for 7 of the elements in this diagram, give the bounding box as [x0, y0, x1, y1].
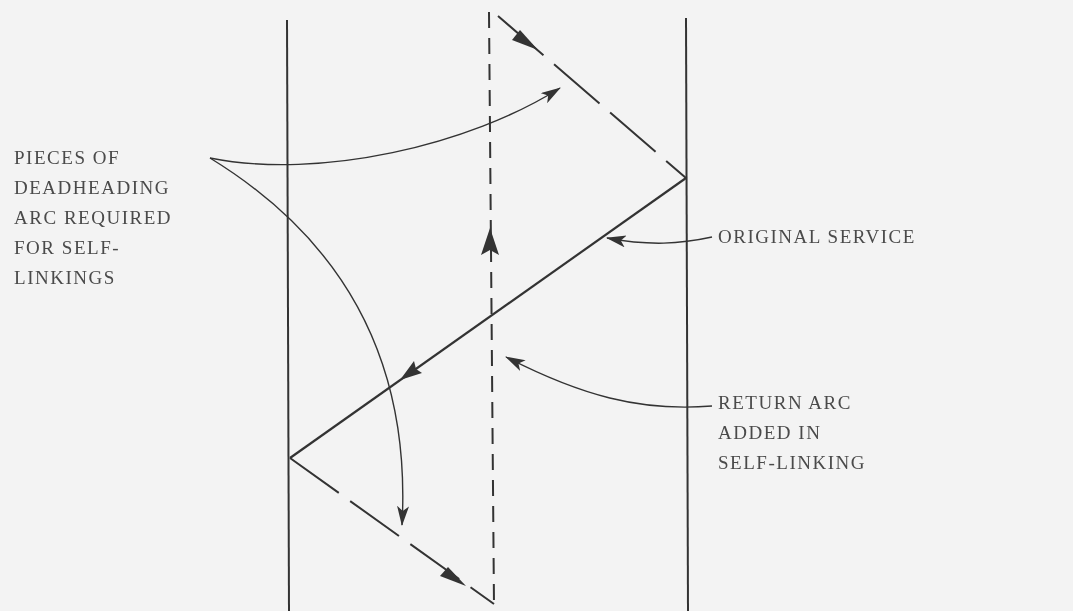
leader-line	[209, 157, 409, 526]
annotation-text: PIECES OF DEADHEADING ARC REQUIRED FOR SELF-LINKINGS	[14, 146, 174, 290]
leader-line	[606, 235, 713, 248]
leader-line	[209, 87, 561, 166]
leader-line	[505, 356, 713, 408]
annotation-text: RETURN ARC ADDED IN SELF-LINKING	[718, 391, 868, 475]
annotation-text: ORIGINAL SERVICE	[718, 225, 917, 249]
